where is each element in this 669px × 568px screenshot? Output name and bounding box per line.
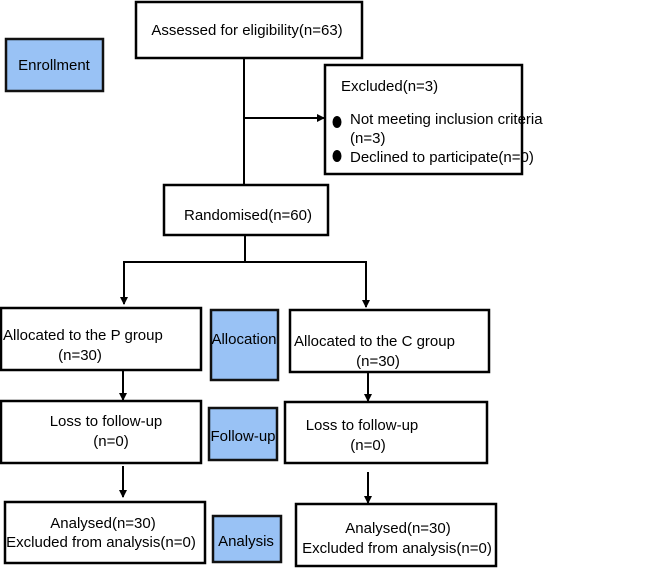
box-text: Analysed(n=30) <box>50 515 155 532</box>
stage-allocation: Allocation <box>209 308 280 382</box>
stage-label: Analysis <box>218 533 274 550</box>
box-text: Assessed for eligibility(n=63) <box>151 22 342 39</box>
excluded-box: Excluded(n=3) Not meeting inclusion crit… <box>323 63 543 176</box>
excluded-item: Not meeting inclusion criteria <box>350 111 543 128</box>
box-text: (n=0) <box>350 437 385 454</box>
stage-label: Enrollment <box>18 57 91 74</box>
box-text: Allocated to the C group <box>294 333 455 350</box>
box-text: (n=30) <box>58 347 102 364</box>
p-allocated-box: Allocated to the P group (n=30) <box>0 306 203 372</box>
box-text: Analysed(n=30) <box>345 520 450 537</box>
randomised-box: Randomised(n=60) <box>162 183 330 237</box>
box-text: Randomised(n=60) <box>184 207 312 224</box>
stage-label: Follow-up <box>210 428 275 445</box>
box-text: Loss to follow-up <box>306 417 419 434</box>
excluded-title: Excluded(n=3) <box>341 78 438 95</box>
p-loss-box: Loss to follow-up (n=0) <box>0 399 203 465</box>
connectors <box>119 58 372 504</box>
stage-follow-up: Follow-up <box>207 406 279 462</box>
bullet-icon <box>332 150 342 162</box>
box-text: Loss to follow-up <box>50 413 163 430</box>
box-text: Excluded from analysis(n=0) <box>302 540 492 557</box>
assessed-box: Assessed for eligibility(n=63) <box>134 0 364 60</box>
c-analysed-box: Analysed(n=30) Excluded from analysis(n=… <box>294 502 498 568</box>
bullet-icon <box>332 116 342 128</box>
c-allocated-box: Allocated to the C group (n=30) <box>288 308 491 374</box>
excluded-item: (n=3) <box>350 130 385 147</box>
p-analysed-box: Analysed(n=30) Excluded from analysis(n=… <box>3 500 207 565</box>
c-loss-box: Loss to follow-up (n=0) <box>283 400 489 465</box>
stage-label: Allocation <box>211 331 276 348</box>
box-text: Allocated to the P group <box>3 327 163 344</box>
box-text: Excluded from analysis(n=0) <box>6 534 196 551</box>
stage-enrollment: Enrollment <box>4 37 105 93</box>
stage-analysis: Analysis <box>211 514 283 564</box>
box-text: (n=0) <box>93 433 128 450</box>
box-text: (n=30) <box>356 353 400 370</box>
excluded-item: Declined to participate(n=0) <box>350 149 534 166</box>
